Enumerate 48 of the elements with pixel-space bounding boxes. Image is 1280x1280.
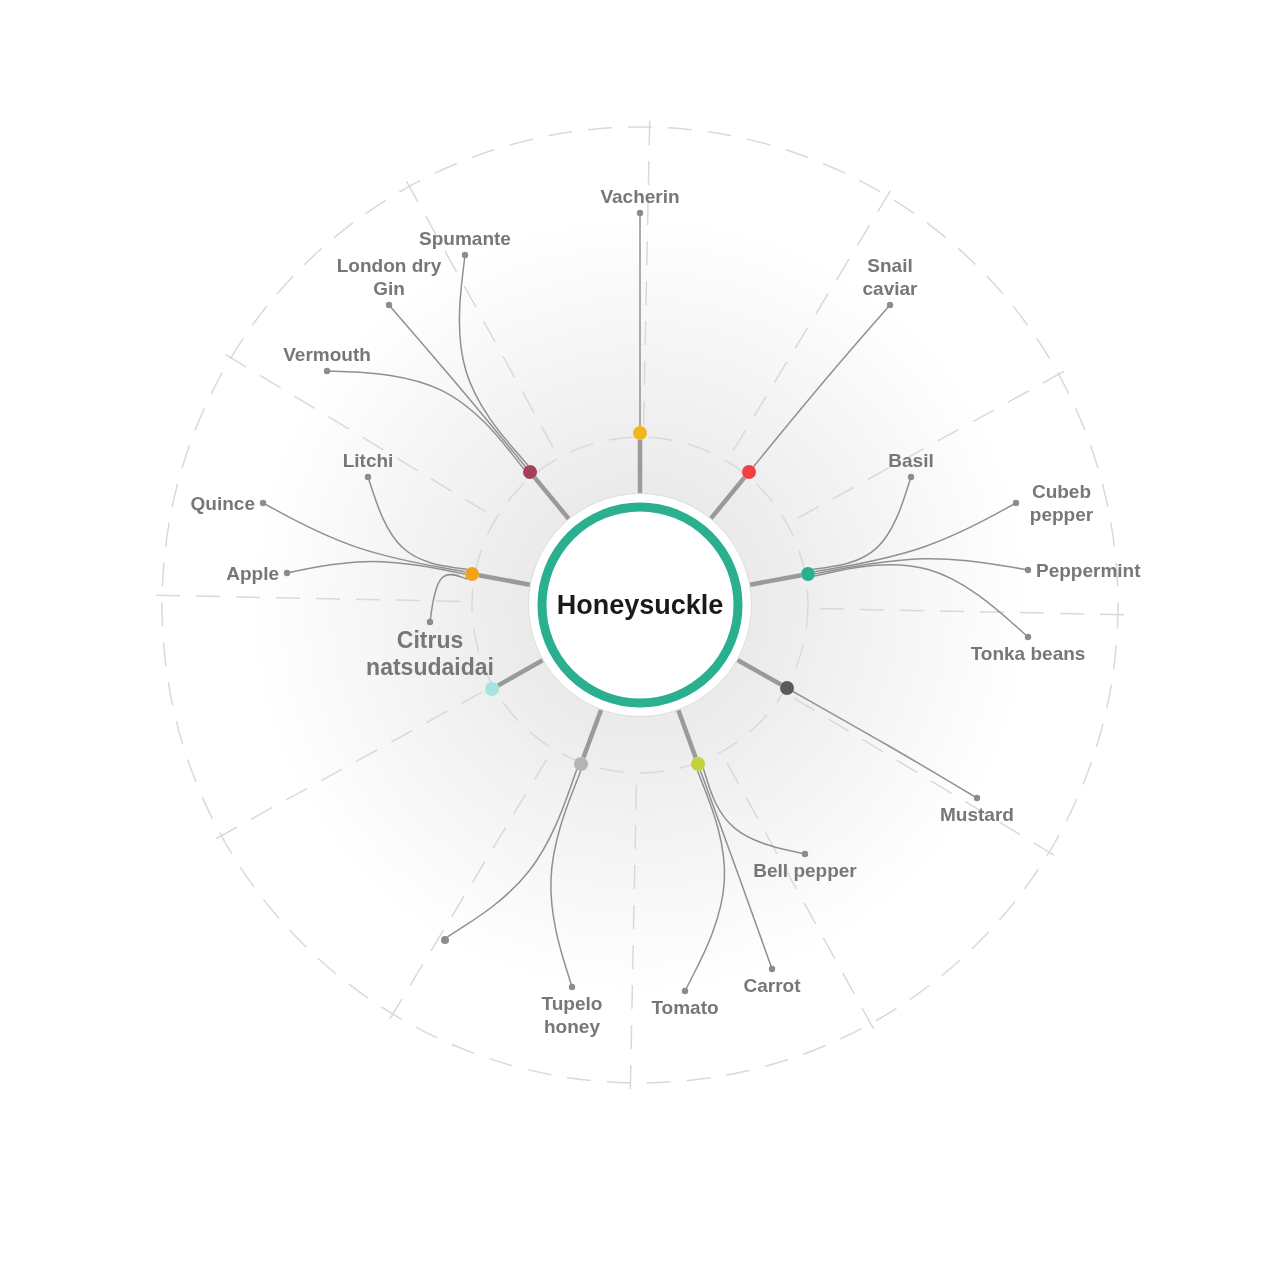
pairing-line bbox=[385, 301, 527, 468]
pairing-line bbox=[814, 557, 1032, 575]
ingredient-label: Spumante bbox=[419, 227, 511, 250]
pairing-line bbox=[426, 573, 469, 626]
spoke-line bbox=[496, 658, 544, 688]
pairing-line bbox=[812, 473, 915, 570]
ingredient-label: Basil bbox=[888, 449, 934, 472]
ingredient-label: Bell pepper bbox=[753, 859, 857, 882]
spoke-line bbox=[478, 573, 531, 587]
pairing-line bbox=[814, 564, 1032, 641]
pairing-line bbox=[323, 367, 525, 470]
ingredient-label: Peppermint bbox=[1036, 558, 1141, 582]
ingredient-label: Vermouth bbox=[283, 343, 371, 366]
pairing-line bbox=[813, 499, 1020, 573]
end-dot bbox=[441, 936, 449, 944]
pairing-line bbox=[681, 770, 726, 995]
ingredient-label: Litchi bbox=[342, 449, 394, 472]
spoke-line bbox=[532, 475, 571, 521]
ingredient-label: Quince bbox=[190, 491, 255, 515]
pairing-line bbox=[446, 768, 578, 938]
node-label: Honeysuckle bbox=[555, 589, 725, 621]
pairing-line bbox=[699, 769, 776, 973]
ingredient-label: Tupelo honey bbox=[532, 992, 612, 1038]
pairing-line bbox=[636, 209, 644, 427]
pairing-line bbox=[752, 301, 894, 468]
ingredient-label: Citrus natsudaidai bbox=[355, 627, 505, 681]
ingredient-label: Apple bbox=[226, 561, 279, 585]
pairing-line bbox=[259, 499, 467, 573]
ingredient-label: Carrot bbox=[743, 974, 801, 997]
spoke-line bbox=[581, 709, 604, 759]
ingredient-label: London dry Gin bbox=[329, 254, 449, 300]
spoke-line bbox=[676, 709, 698, 759]
pairing-line bbox=[792, 690, 981, 802]
pairing-line bbox=[458, 251, 529, 467]
spoke-line bbox=[637, 440, 643, 493]
pairing-line bbox=[702, 767, 809, 858]
ingredient-label: Tonka beans bbox=[970, 642, 1086, 665]
ingredient-label: Vacherin bbox=[600, 185, 680, 208]
spoke-line bbox=[709, 476, 747, 520]
spoke-line bbox=[736, 658, 782, 687]
spoke-line bbox=[749, 573, 802, 587]
ingredient-label: Snail caviar bbox=[855, 254, 925, 300]
pairing-line bbox=[550, 770, 582, 991]
pairing-line bbox=[364, 473, 468, 570]
pairing-line bbox=[283, 560, 466, 577]
ingredient-label: Cubeb pepper bbox=[1024, 480, 1099, 526]
ingredient-label: Mustard bbox=[940, 803, 1014, 826]
ingredient-label: Tomato bbox=[651, 996, 719, 1019]
